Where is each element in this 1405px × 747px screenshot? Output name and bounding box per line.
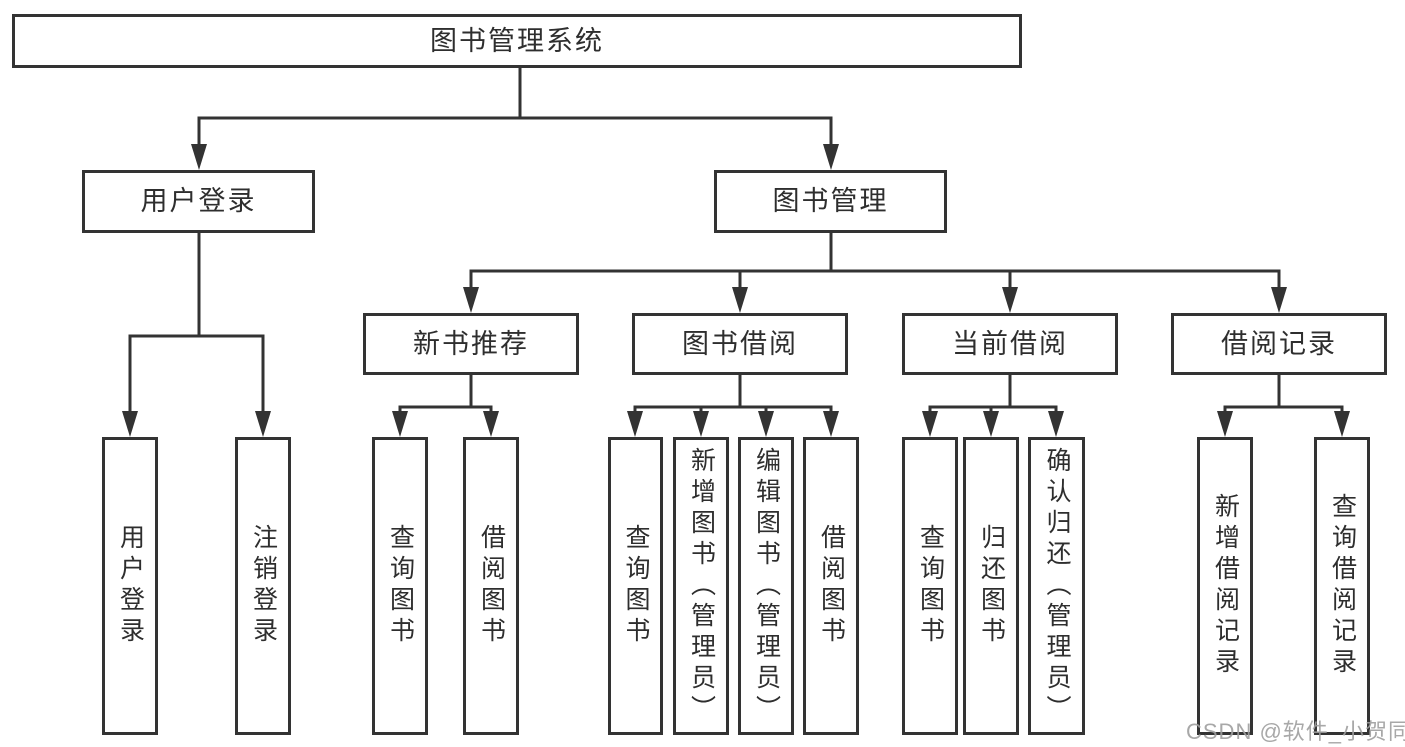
leaf-query-books-current: 查询图书 — [902, 437, 958, 735]
leaf-add-borrow-record: 新增借阅记录 — [1197, 437, 1253, 735]
leaf-confirm-return-admin: 确认归还（管理员） — [1028, 437, 1085, 735]
leaf-borrow-books-recommend: 借阅图书 — [463, 437, 519, 735]
leaf-query-borrow-record: 查询借阅记录 — [1314, 437, 1370, 735]
node-book-borrow: 图书借阅 — [632, 313, 848, 375]
node-library-system: 图书管理系统 — [12, 14, 1022, 68]
node-new-book-recommend: 新书推荐 — [363, 313, 579, 375]
leaf-borrow-books-borrow: 借阅图书 — [803, 437, 859, 735]
leaf-add-book-admin: 新增图书（管理员） — [673, 437, 729, 735]
leaf-return-book: 归还图书 — [963, 437, 1019, 735]
leaf-logout-login: 注销登录 — [235, 437, 291, 735]
leaf-user-login: 用户登录 — [102, 437, 158, 735]
node-current-borrow: 当前借阅 — [902, 313, 1118, 375]
leaf-query-books-borrow: 查询图书 — [608, 437, 663, 735]
leaf-query-books-recommend: 查询图书 — [372, 437, 428, 735]
node-user-login: 用户登录 — [82, 170, 315, 233]
watermark: CSDN @软件_小贺同学 — [1186, 719, 1405, 744]
node-book-management: 图书管理 — [714, 170, 947, 233]
leaf-edit-book-admin: 编辑图书（管理员） — [738, 437, 794, 735]
node-borrow-records: 借阅记录 — [1171, 313, 1387, 375]
